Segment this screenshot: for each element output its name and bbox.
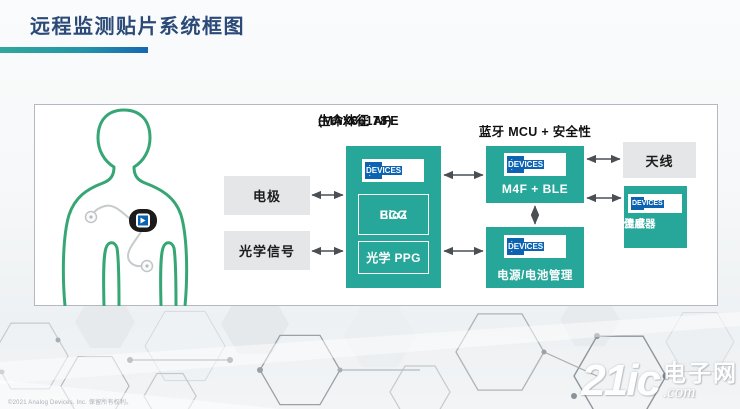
mcu-block-title: 蓝牙 MCU + 安全性 xyxy=(478,125,592,139)
hexagon-pattern xyxy=(0,300,740,409)
antenna-label: 天线 xyxy=(645,153,674,169)
vital-signs-afe-block: ANALOG DEVICES ECG BioZ 光学 PPG xyxy=(346,146,441,288)
adi-logo-text-line2: DEVICES xyxy=(631,199,664,208)
21ic-watermark: 21ic 电子网 .com xyxy=(581,356,738,405)
watermark-site-name: 电子网 xyxy=(663,360,738,386)
copyright-text: ©2021 Analog Devices, Inc. 保留所有权利。 xyxy=(8,400,133,406)
adi-logo-text-line2: DEVICES xyxy=(365,166,403,175)
temp-sensor-block: ANALOG DEVICES 温度 传感器 xyxy=(624,186,687,248)
ecg-label: ECG xyxy=(380,207,407,222)
mcu-chip-label: M4F + BLE xyxy=(501,182,569,196)
power-battery-mgmt-block: ANALOG DEVICES 电源/电池管理 xyxy=(486,227,584,288)
bluetooth-mcu-block: ANALOG DEVICES M4F + BLE xyxy=(486,146,584,203)
ecg-bioz-subblock: ECG BioZ xyxy=(358,194,429,235)
bioz-label: BioZ xyxy=(379,207,408,222)
adi-logo: ANALOG DEVICES xyxy=(504,235,566,258)
patient-figure xyxy=(61,108,189,306)
ppg-label: 光学 PPG xyxy=(366,250,421,265)
adi-logo: ANALOG DEVICES xyxy=(628,194,682,213)
title-underline-bar xyxy=(0,47,148,53)
block-diagram-panel: 电极 光学信号 生命体征 AFE (MAX86178) ANALOG DEVIC… xyxy=(34,104,718,306)
page-title: 远程监测贴片系统框图 xyxy=(30,16,245,38)
antenna-box: 天线 xyxy=(623,142,696,178)
electrode-input-box: 电极 xyxy=(224,176,310,215)
optical-ppg-subblock: 光学 PPG xyxy=(358,241,429,274)
electrode-label: 电极 xyxy=(252,189,281,204)
watermark-brand: 21ic xyxy=(581,356,661,405)
wearable-patch-device xyxy=(129,209,157,232)
optical-signal-input-box: 光学信号 xyxy=(224,231,310,270)
adi-logo-text-line2: DEVICES xyxy=(507,160,545,169)
power-label: 电源/电池管理 xyxy=(497,270,573,282)
electrode-pads xyxy=(84,210,154,273)
adi-logo: ANALOG DEVICES xyxy=(362,159,424,182)
afe-title-line2: (MAX86178) xyxy=(318,114,392,128)
adi-logo: ANALOG DEVICES xyxy=(504,153,566,176)
afe-title-line1: 生命体征 AFE xyxy=(318,114,399,128)
adi-logo-text-line2: DEVICES xyxy=(507,242,545,251)
watermark-domain: .com xyxy=(663,382,696,401)
optical-signal-label: 光学信号 xyxy=(238,244,295,259)
